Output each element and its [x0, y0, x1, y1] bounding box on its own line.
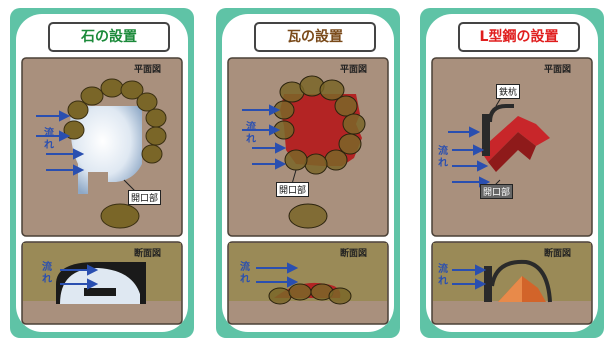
section-label: 断面図	[340, 249, 368, 259]
opening-area	[70, 106, 142, 194]
panel-title: L型鋼の設置	[458, 22, 580, 52]
panel-stone: 石の設置 平面図 流れ 開口部 断面図 流れ	[10, 8, 194, 338]
stone-ring	[273, 75, 366, 229]
opening-label: 開口部	[128, 190, 162, 205]
flow-label: 流れ	[438, 146, 448, 169]
section-flow-label: 流れ	[240, 262, 250, 285]
panel-title: 石の設置	[48, 22, 170, 52]
plan-label: 平面図	[544, 65, 572, 75]
section-label: 断面図	[134, 249, 162, 259]
section-stones	[268, 283, 352, 305]
panel-card: 瓦の設置 平面図 流れ 開口部 断面図 流れ	[222, 14, 394, 332]
plan-label: 平面図	[134, 65, 162, 75]
panel-tile: 瓦の設置 平面図 流れ 開口部 断面図 流れ	[216, 8, 400, 338]
section-arrows	[60, 264, 99, 290]
stake-label: 鉄杭	[496, 84, 521, 99]
iron-stake	[488, 104, 514, 123]
l-steel-shape	[480, 116, 550, 162]
opening-label: 開口部	[480, 184, 514, 199]
flow-arrows	[36, 110, 85, 176]
section-flow-label: 流れ	[42, 262, 52, 285]
panel-title: 瓦の設置	[254, 22, 376, 52]
section-label: 断面図	[544, 249, 572, 259]
panel-card: L型鋼の設置 平面図 鉄杭 流れ 開口部 断面図 流れ	[426, 14, 598, 332]
panel-card: 石の設置 平面図 流れ 開口部 断面図 流れ	[16, 14, 188, 332]
section-arrows	[256, 262, 299, 288]
opening-label: 開口部	[276, 182, 310, 197]
flow-label: 流れ	[44, 128, 54, 151]
flow-arrows	[242, 104, 287, 170]
panel-l-steel: L型鋼の設置 平面図 鉄杭 流れ 開口部 断面図 流れ	[420, 8, 604, 338]
panel-graphics	[431, 57, 593, 325]
panel-graphics	[21, 57, 183, 325]
section-arrows	[452, 264, 487, 290]
section-flow-label: 流れ	[438, 264, 448, 287]
panel-graphics	[227, 57, 389, 325]
plan-label: 平面図	[340, 65, 368, 75]
stone-ring	[63, 78, 167, 229]
flow-label: 流れ	[246, 122, 256, 145]
